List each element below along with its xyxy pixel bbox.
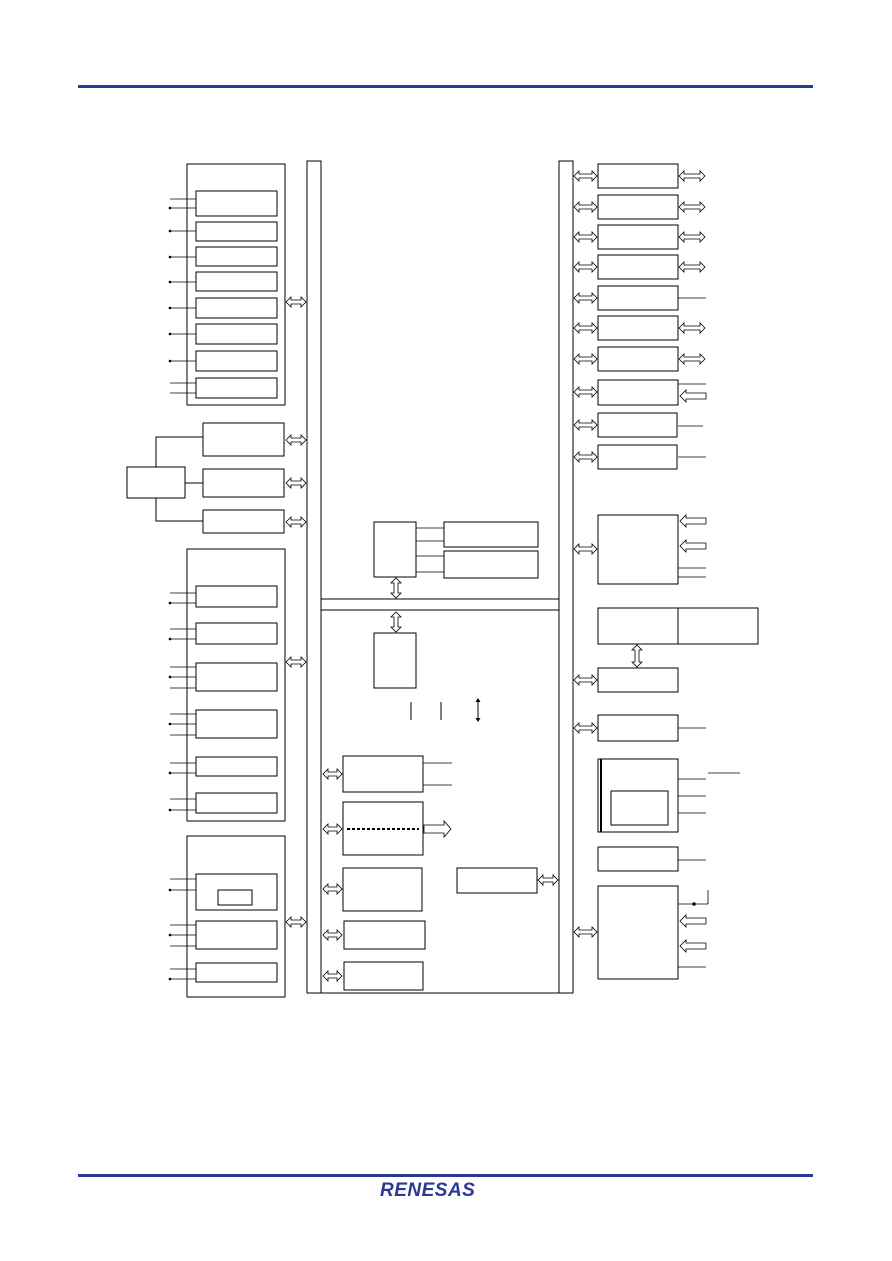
- left-group-2: [170, 548, 286, 822]
- left-group-1: [170, 163, 286, 406]
- footer-rule: [78, 1174, 813, 1177]
- right-column: [597, 163, 759, 980]
- left-bus: [306, 160, 322, 994]
- center-top: [321, 521, 559, 600]
- left-group-3: [170, 835, 286, 998]
- clock-group: [126, 422, 285, 534]
- header-rule: [78, 85, 813, 88]
- renesas-logo: RENESAS: [380, 1180, 476, 1201]
- center-bottom: [320, 609, 560, 994]
- right-bus: [558, 160, 574, 994]
